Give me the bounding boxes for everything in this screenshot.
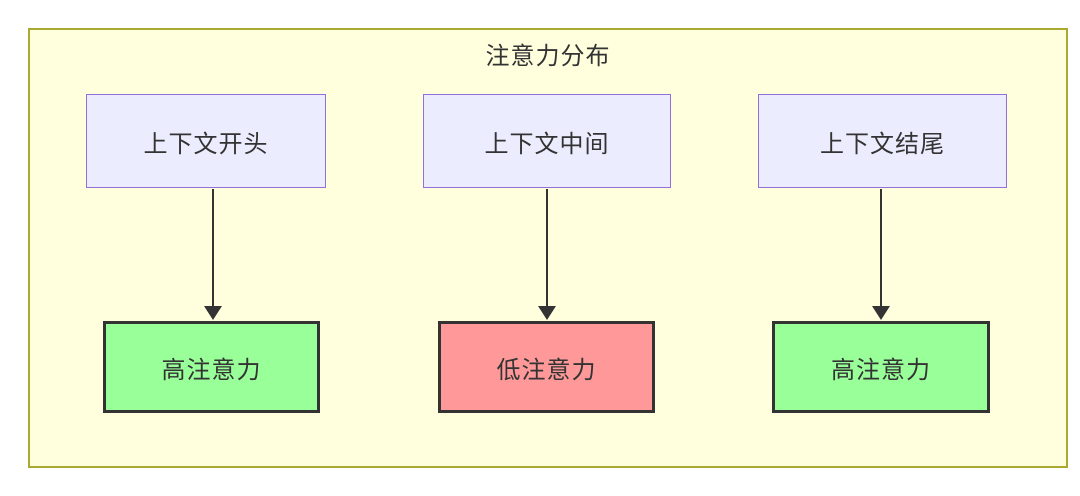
node-context-middle: 上下文中间 — [423, 94, 671, 188]
node-high-attention-right: 高注意力 — [772, 321, 990, 413]
arrow-start-to-high-line — [212, 189, 214, 308]
arrow-end-to-high-line — [880, 189, 882, 308]
arrow-middle-to-low-line — [546, 189, 548, 308]
diagram-title: 注意力分布 — [485, 42, 611, 70]
arrow-start-to-high-head-icon — [204, 306, 222, 320]
arrow-middle-to-low-head-icon — [538, 306, 556, 320]
node-context-start: 上下文开头 — [86, 94, 326, 188]
node-low-attention-middle: 低注意力 — [438, 321, 655, 413]
node-context-end: 上下文结尾 — [758, 94, 1007, 188]
arrow-end-to-high-head-icon — [872, 306, 890, 320]
node-high-attention-left: 高注意力 — [103, 321, 320, 413]
